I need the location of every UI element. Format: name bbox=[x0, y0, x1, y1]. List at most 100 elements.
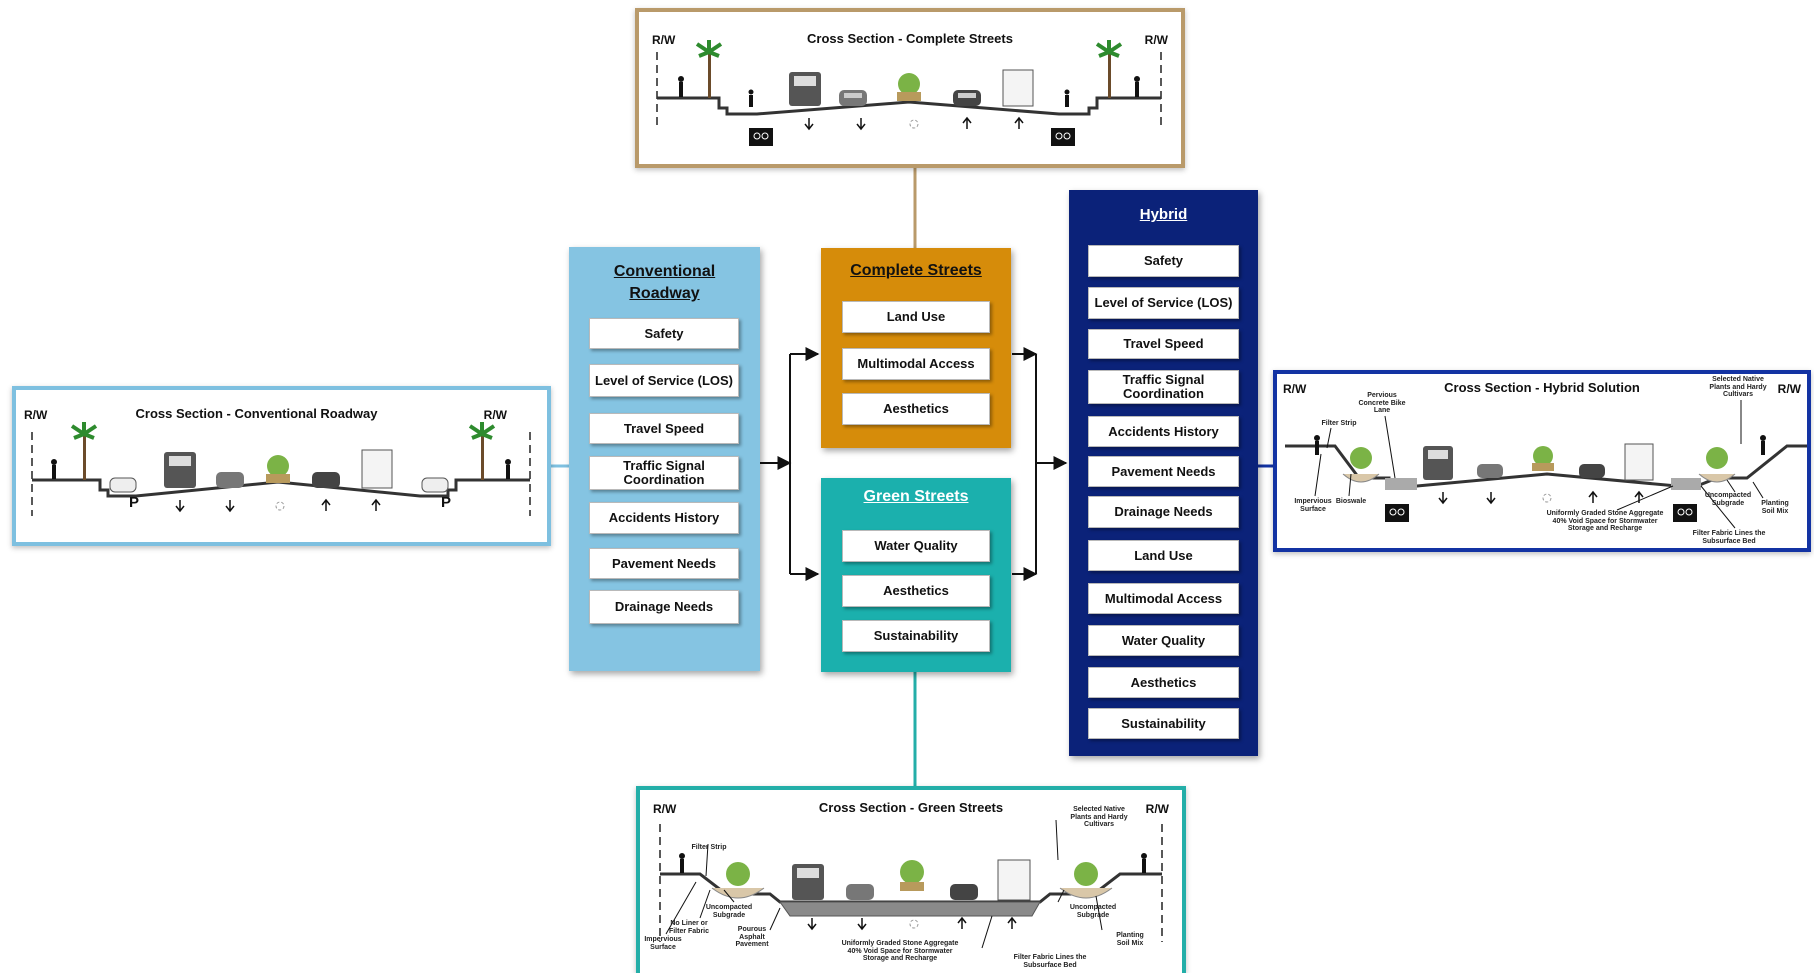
item-pavement-needs: Pavement Needs bbox=[1088, 456, 1239, 487]
annotation-impervious-surface: Impervious Surface bbox=[644, 936, 682, 951]
bike-lane-icon bbox=[749, 128, 773, 146]
car-icon bbox=[839, 90, 867, 106]
truck-icon bbox=[164, 452, 196, 488]
annotation-native-plants: Selected Native Plants and Hardy Cultiva… bbox=[1070, 806, 1128, 828]
median-planting-icon bbox=[897, 73, 921, 101]
category-hybrid: Hybrid Safety Level of Service (LOS) Tra… bbox=[1069, 190, 1258, 756]
item-level-of-service: Level of Service (LOS) bbox=[1088, 287, 1239, 319]
annotation-filter-strip: Filter Strip bbox=[1321, 420, 1357, 427]
rw-label-left: R/W bbox=[1283, 382, 1307, 396]
item-accidents-history: Accidents History bbox=[1088, 416, 1239, 447]
bike-lane-icon bbox=[1385, 504, 1409, 522]
green-streets-section-title: Cross Section - Green Streets bbox=[818, 800, 1004, 815]
truck-icon bbox=[789, 72, 821, 106]
box-truck-icon bbox=[1002, 69, 1034, 107]
item-drainage-needs: Drainage Needs bbox=[1088, 496, 1239, 528]
cross-section-complete-streets: Cross Section - Complete Streets R/W R/W bbox=[635, 8, 1185, 168]
box-truck-icon bbox=[361, 449, 393, 489]
item-level-of-service: Level of Service (LOS) bbox=[589, 364, 739, 397]
item-aesthetics: Aesthetics bbox=[842, 575, 990, 607]
conventional-title-line2: Roadway bbox=[629, 285, 700, 302]
bioswale-planting-icon bbox=[1059, 862, 1113, 899]
pedestrian-icon bbox=[1314, 435, 1320, 455]
cross-section-green-streets: Cross Section - Green Streets R/W R/W Fi… bbox=[636, 786, 1186, 973]
median-planting-icon bbox=[266, 455, 290, 483]
item-pavement-needs: Pavement Needs bbox=[589, 548, 739, 579]
parking-symbol: P bbox=[441, 494, 452, 511]
hybrid-title: Hybrid bbox=[1139, 206, 1188, 223]
item-sustainability: Sustainability bbox=[1088, 708, 1239, 739]
item-multimodal-access: Multimodal Access bbox=[1088, 583, 1239, 614]
annotation-pervious-concrete: Pervious Concrete Bike Lane bbox=[1358, 392, 1406, 414]
annotation-stone-aggregate: Uniformly Graded Stone Aggregate 40% Voi… bbox=[841, 940, 959, 962]
pedestrian-icon bbox=[678, 76, 684, 97]
car-icon bbox=[312, 472, 340, 488]
pedestrian-icon bbox=[505, 459, 511, 479]
bike-lane-icon bbox=[1673, 504, 1697, 522]
car-icon bbox=[1579, 464, 1605, 478]
annotation-no-liner: No Liner or Filter Fabric bbox=[668, 920, 710, 935]
annotation-uncompacted-subgrade: Uncompacted Subgrade bbox=[1069, 904, 1117, 919]
cyclist-icon bbox=[748, 89, 754, 107]
rw-label-left: R/W bbox=[653, 802, 677, 816]
conventional-title-line1: Conventional bbox=[613, 263, 716, 280]
rw-label-right: R/W bbox=[483, 408, 507, 422]
palm-tree-icon bbox=[70, 422, 98, 480]
cyclist-icon bbox=[1064, 89, 1070, 107]
rw-label-right: R/W bbox=[1777, 382, 1801, 396]
annotation-stone-aggregate: Uniformly Graded Stone Aggregate 40% Voi… bbox=[1546, 510, 1664, 532]
rw-label-right: R/W bbox=[1144, 33, 1168, 47]
item-travel-speed: Travel Speed bbox=[589, 413, 739, 444]
pedestrian-icon bbox=[1134, 76, 1140, 97]
item-multimodal-access: Multimodal Access bbox=[842, 348, 990, 380]
item-aesthetics: Aesthetics bbox=[842, 393, 990, 425]
palm-tree-icon bbox=[468, 422, 496, 480]
item-sustainability: Sustainability bbox=[842, 620, 990, 652]
annotation-porous-asphalt: Pourous Asphalt Pavement bbox=[735, 926, 769, 948]
rw-label-left: R/W bbox=[652, 33, 676, 47]
bike-lane-icon bbox=[1051, 128, 1075, 146]
category-green-streets: Green Streets Water Quality Aesthetics S… bbox=[821, 478, 1011, 672]
parking-symbol: P bbox=[129, 494, 140, 511]
pedestrian-icon bbox=[1760, 435, 1766, 455]
truck-icon bbox=[792, 864, 824, 900]
annotation-filter-fabric: Filter Fabric Lines the Subsurface Bed bbox=[1692, 530, 1766, 545]
annotation-filter-strip: Filter Strip bbox=[691, 844, 727, 851]
pedestrian-icon bbox=[51, 459, 57, 479]
truck-icon bbox=[1423, 446, 1453, 480]
conventional-roadway-drawing bbox=[31, 422, 531, 516]
annotation-planting-soil: Planting Soil Mix bbox=[1116, 932, 1144, 947]
bioswale-planting-icon bbox=[711, 862, 765, 899]
car-icon bbox=[846, 884, 874, 900]
item-traffic-signal-coordination: Traffic Signal Coordination bbox=[589, 456, 739, 490]
car-icon bbox=[109, 477, 137, 493]
item-safety: Safety bbox=[1088, 245, 1239, 277]
category-complete-streets: Complete Streets Land Use Multimodal Acc… bbox=[821, 248, 1011, 448]
median-planting-icon bbox=[1532, 446, 1554, 471]
car-icon bbox=[216, 472, 244, 488]
annotation-uncompacted-subgrade: Uncompacted Subgrade bbox=[705, 904, 753, 919]
hybrid-section-title: Cross Section - Hybrid Solution bbox=[1444, 380, 1640, 395]
item-land-use: Land Use bbox=[1088, 540, 1239, 571]
median-planting-icon bbox=[900, 860, 924, 891]
rw-label-right: R/W bbox=[1145, 802, 1169, 816]
bioswale-planting-icon bbox=[1698, 447, 1736, 483]
complete-streets-section-title: Cross Section - Complete Streets bbox=[807, 31, 1013, 46]
palm-tree-icon bbox=[695, 40, 723, 98]
item-water-quality: Water Quality bbox=[1088, 625, 1239, 656]
pedestrian-icon bbox=[679, 853, 685, 873]
item-land-use: Land Use bbox=[842, 301, 990, 333]
palm-tree-icon bbox=[1095, 40, 1123, 98]
cross-section-hybrid-solution: Cross Section - Hybrid Solution R/W R/W … bbox=[1273, 370, 1811, 552]
car-icon bbox=[1477, 464, 1503, 478]
complete-streets-title: Complete Streets bbox=[850, 262, 982, 279]
rw-label-left: R/W bbox=[24, 408, 48, 422]
flow-arrows bbox=[760, 347, 1068, 581]
car-icon bbox=[950, 884, 978, 900]
complete-streets-drawing bbox=[656, 40, 1162, 146]
annotation-native-plants: Selected Native Plants and Hardy Cultiva… bbox=[1709, 376, 1767, 398]
green-streets-title: Green Streets bbox=[863, 488, 969, 505]
annotation-uncompacted-subgrade: Uncompacted Subgrade bbox=[1704, 492, 1752, 507]
item-aesthetics: Aesthetics bbox=[1088, 667, 1239, 698]
